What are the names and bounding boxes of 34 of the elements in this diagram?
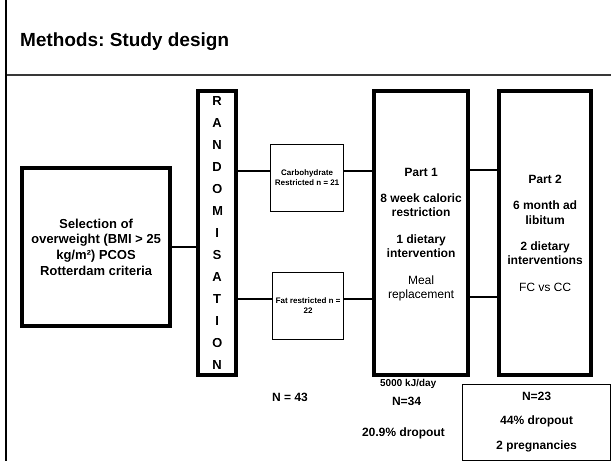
connector-line <box>238 170 270 172</box>
arm-box <box>270 144 344 212</box>
box-text: FC vs CC <box>519 280 571 294</box>
randomisation-bar <box>196 89 238 377</box>
box-text: 8 week caloric restriction <box>379 191 463 220</box>
results-box <box>462 384 611 461</box>
note-text: 5000 kJ/day <box>380 378 436 389</box>
box-text: Selection of overweight (BMI > 25 kg/m²) PCOS Rotterdam criteria <box>30 216 162 278</box>
box-text: 1 dietary intervention <box>386 232 456 261</box>
box-text: 44% dropout <box>500 413 573 428</box>
box-text: RANDOMISATION <box>212 92 222 374</box>
arm-box <box>272 272 344 340</box>
note-text: N = 43 <box>272 390 308 404</box>
process-box <box>20 166 172 328</box>
connector-line <box>470 169 497 171</box>
note-text: 20.9% dropout <box>362 425 445 439</box>
box-text: 2 dietary interventions <box>506 239 584 268</box>
box-text: Carbohydrate Restricted n = 21 <box>274 168 340 188</box>
box-heading: Part 1 <box>404 164 438 180</box>
connector-line <box>172 246 196 248</box>
phase-box <box>372 89 470 377</box>
connector-line <box>238 298 272 300</box>
box-text: Meal replacement <box>386 272 456 302</box>
connector-line <box>470 296 497 298</box>
box-text: Fat restricted n = 22 <box>274 296 342 316</box>
phase-box <box>497 89 593 377</box>
title: Methods: Study design <box>20 30 229 52</box>
connector-line <box>344 170 372 172</box>
connector-line <box>344 298 372 300</box>
box-text: 2 pregnancies <box>496 438 577 452</box>
box-text: 6 month ad libitum <box>512 198 578 227</box>
box-heading: N=23 <box>522 389 552 404</box>
box-heading: Part 2 <box>528 172 562 186</box>
note-text: N=34 <box>392 394 422 408</box>
